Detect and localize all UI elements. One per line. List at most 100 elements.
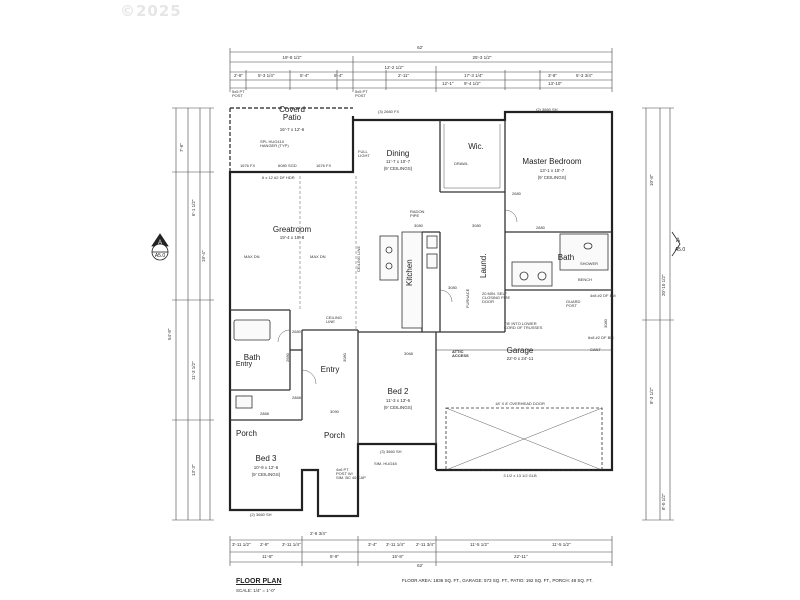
window-sh-bed3: (2) 3660 SH — [250, 512, 272, 517]
porch-mid-label: Porch — [324, 431, 345, 440]
dim-right-1: 10'-8" — [649, 174, 654, 186]
bed2-label: Bed 2 — [387, 387, 409, 396]
plan-title: FLOOR PLAN — [236, 578, 282, 585]
kitchen-fixtures — [379, 231, 438, 329]
fire-door-note: 20 MIN. SELF CLOSING FIRE DOOR — [482, 291, 511, 305]
dim-t6: 17'-3 1/4" — [464, 73, 483, 78]
guard-post-note: GUARD POST — [566, 299, 581, 309]
max-dn-note-2: MAX DN — [310, 254, 326, 259]
bench-note: BENCH — [578, 277, 593, 282]
post-note-2: 5x5 PT POST — [355, 89, 368, 99]
window-fx-2: 1676 FX — [316, 163, 332, 168]
section-left-sheet: A5.0 — [154, 253, 166, 259]
dim-bb6: 3'-11 1/4" — [386, 542, 405, 547]
dim-t5: 2'-11" — [398, 73, 410, 78]
door-3080-a: 3080 — [414, 223, 423, 228]
dim-t3: 5'-4" — [300, 73, 309, 78]
hanger-note: SPL HUG410 HANGER (TYP) — [260, 139, 289, 149]
dim-bb9: 11'-5 1/2" — [552, 542, 571, 547]
bed2-ceiling: (9' CEILINGS) — [383, 405, 413, 410]
dim-bb2: 2'-9" — [260, 542, 269, 547]
attic-access-label: ATTIC ACCESS — [452, 349, 469, 359]
master-bedroom-ceiling: (9' CEILINGS) — [537, 175, 567, 180]
hall-bath-label: Bath — [243, 353, 261, 362]
dim-b4: 22'-11" — [514, 554, 528, 559]
dim-top-b: 25'-3 1/2" — [472, 55, 492, 60]
garage-door — [445, 407, 603, 471]
plan-scale: SCALE: 1/4" = 1'-0" — [236, 588, 276, 593]
door-3080-e: 3080 — [603, 319, 608, 328]
garage-label: Garage — [506, 346, 534, 355]
dim-bb1: 3'-11 1/2" — [232, 542, 251, 547]
radon-pipe-note: RADON PIPE — [410, 209, 425, 219]
dim-right-2: 20'-10 1/2" — [661, 274, 666, 296]
door-3080-d: 3080 — [342, 353, 347, 362]
garage-dim: 22'-0 x 24'-11 — [506, 356, 534, 361]
shower-note: SHOWER — [580, 261, 598, 266]
door-3080-c: 3080 — [448, 285, 457, 290]
dim-b2: 5'-9" — [330, 554, 339, 559]
window-fx-1: 1676 FX — [240, 163, 256, 168]
kitchen-label: Kitchen — [405, 259, 414, 286]
dim-t1: 2'-8" — [234, 73, 243, 78]
dim-t8: 5'-3 3/4" — [576, 73, 593, 78]
window-sh-top: (2) 3660 SH — [536, 107, 558, 112]
door-2868: 2868 — [292, 395, 301, 400]
bed3-ceiling: (9' CEILINGS) — [251, 472, 281, 477]
laundry-label: Laund. — [479, 253, 488, 278]
dim-l1: 7'-6" — [179, 143, 184, 152]
full-light-note: FULL LIGHT — [358, 149, 370, 159]
door-2680-c: 2680 — [512, 191, 521, 196]
dimension-lines — [175, 51, 671, 563]
window-sh-bed2: (3) 3660 SH — [380, 449, 402, 454]
section-right-sheet: A5.0 — [674, 247, 686, 253]
dim-b3: 15'-8" — [392, 554, 404, 559]
post-note-1: 5x5 PT POST — [232, 89, 245, 99]
closet-shelves — [443, 124, 501, 189]
dim-right-4: 8'-0 1/2" — [661, 493, 666, 510]
max-dn-note-1: MAX DN — [244, 254, 260, 259]
ceiling-line-note-2: CEILING LINE — [326, 315, 343, 325]
truss-tie-note: TIE INTO LOWER CORD OF TRUSSES — [504, 321, 543, 331]
dim-t7: 3'-8" — [548, 73, 557, 78]
cant-note: CANT — [590, 347, 601, 352]
dim-right-3: 8'-3 1/2" — [649, 387, 654, 404]
interior-walls — [230, 120, 612, 444]
dim-bb5: 3'-4" — [368, 542, 377, 547]
beam-4x8-note: 4x8 #2 DF BM — [590, 293, 616, 298]
door-3090: 3090 — [330, 409, 339, 414]
dim-bb4: 2'-8 3/4" — [310, 531, 327, 536]
porch-left-label: Porch — [236, 429, 257, 438]
furnace-note: FURNACE — [465, 288, 470, 308]
bath-fixtures — [233, 233, 609, 409]
door-2680-a: 2680 — [292, 329, 301, 334]
drawl-note: DRAWL — [454, 161, 469, 166]
bed3-dim: 10'-9 x 12'-6 — [253, 465, 279, 470]
glb-beam-note: 3 1/2 x 13 1/2 GLB — [503, 473, 537, 478]
section-left-letter: A — [157, 240, 162, 246]
dining-label: Dining — [386, 149, 410, 158]
dim-bb8: 11'-5 1/2" — [470, 542, 489, 547]
dim-top-c: 12'-2 1/2" — [384, 65, 404, 70]
door-swings — [277, 209, 518, 385]
master-bath-label: Bath — [557, 253, 575, 262]
bed3-label: Bed 3 — [255, 454, 277, 463]
post-cap-note: 4x6 PT POST W/ SIM. BC 46 CAP — [336, 467, 366, 481]
section-markers — [151, 231, 681, 261]
door-2680-b: 2680 — [285, 353, 290, 362]
greatroom-label: Greatroom — [272, 225, 312, 234]
dim-l2: 6'-1 1/2" — [191, 199, 196, 216]
covered-patio-label: Coverd Patio — [279, 105, 305, 123]
dim-l4: 11'-3 1/2" — [191, 361, 196, 380]
ceiling-lines — [299, 176, 357, 330]
dining-ceiling: (9' CEILINGS) — [383, 166, 413, 171]
master-bedroom-dim: 13'-1 x 15'-7 — [539, 168, 565, 173]
slider-door-note: 6080 SGD — [278, 163, 297, 168]
window-fx-3: (3) 2660 FX — [378, 109, 400, 114]
ceiling-line-note: CEILING LINE — [356, 245, 361, 272]
dim-b1: 11'-8" — [262, 554, 274, 559]
dim-t9: 12'-1" — [442, 81, 454, 86]
door-2868-b: 2868 — [260, 411, 269, 416]
dim-t10: 9'-4 1/2" — [464, 81, 481, 86]
